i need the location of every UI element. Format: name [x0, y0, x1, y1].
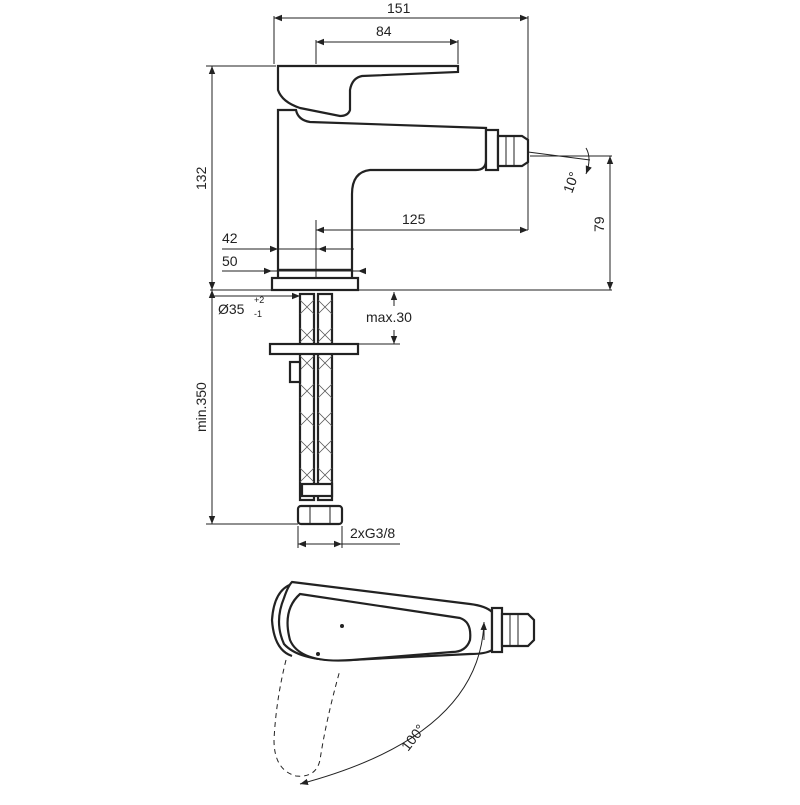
dim-lever-length: 84: [376, 23, 392, 39]
hoses: [296, 292, 344, 526]
top-view: 100°: [270, 580, 536, 786]
lever: [276, 64, 460, 118]
dim-hose-length: min.350: [193, 382, 209, 432]
fixing-nut: [288, 360, 302, 384]
dim-lever-rotation: 100°: [398, 721, 428, 754]
base-plate: [270, 276, 360, 292]
tap-body: [276, 108, 488, 272]
spray-nozzle: [484, 128, 530, 172]
lever-rotated-outline: [273, 659, 341, 777]
dim-42: 42: [222, 230, 238, 246]
side-view: 151 84 132 125 42 50 79 10°: [193, 0, 614, 548]
top-nozzle: [490, 606, 536, 654]
dim-height: 132: [193, 166, 209, 190]
dim-tilt-angle: 10°: [560, 170, 582, 195]
dim-hole-tol-minus: -1: [254, 309, 262, 319]
dim-spout-reach: 125: [402, 211, 426, 227]
fixing-washer: [268, 342, 360, 356]
dim-hole-diameter: Ø35: [218, 301, 245, 317]
dim-hose-thread: 2xG3/8: [350, 525, 395, 541]
dim-outlet-height: 79: [591, 216, 607, 232]
dim-overall-length: 151: [387, 0, 411, 16]
dim-deck-thickness: max.30: [366, 309, 412, 325]
dim-hole-tol-plus: +2: [254, 295, 264, 305]
dim-50: 50: [222, 253, 238, 269]
